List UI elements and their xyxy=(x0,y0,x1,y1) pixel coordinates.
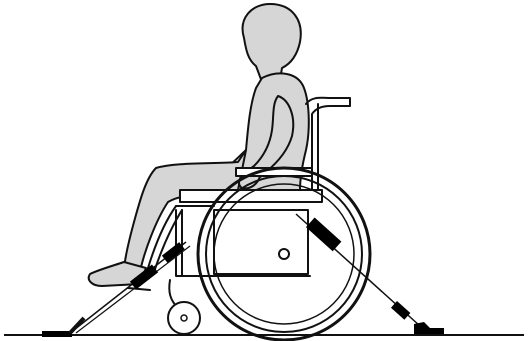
footplate xyxy=(128,288,150,290)
front-floor-anchor xyxy=(42,331,72,337)
rear-strap-buckle xyxy=(391,301,410,320)
push-handle xyxy=(306,98,350,200)
front-caster xyxy=(168,302,200,334)
rear-tiedown xyxy=(296,214,444,334)
rear-strap-retractor xyxy=(306,217,341,251)
rear-floor-anchor xyxy=(414,322,444,334)
front-anchor-hook xyxy=(70,318,84,333)
seat-frame xyxy=(214,210,308,274)
caster-hub xyxy=(181,315,187,321)
wheel-hub xyxy=(279,249,289,259)
occupant-head xyxy=(243,4,301,82)
frame-lower-rail xyxy=(176,206,310,276)
